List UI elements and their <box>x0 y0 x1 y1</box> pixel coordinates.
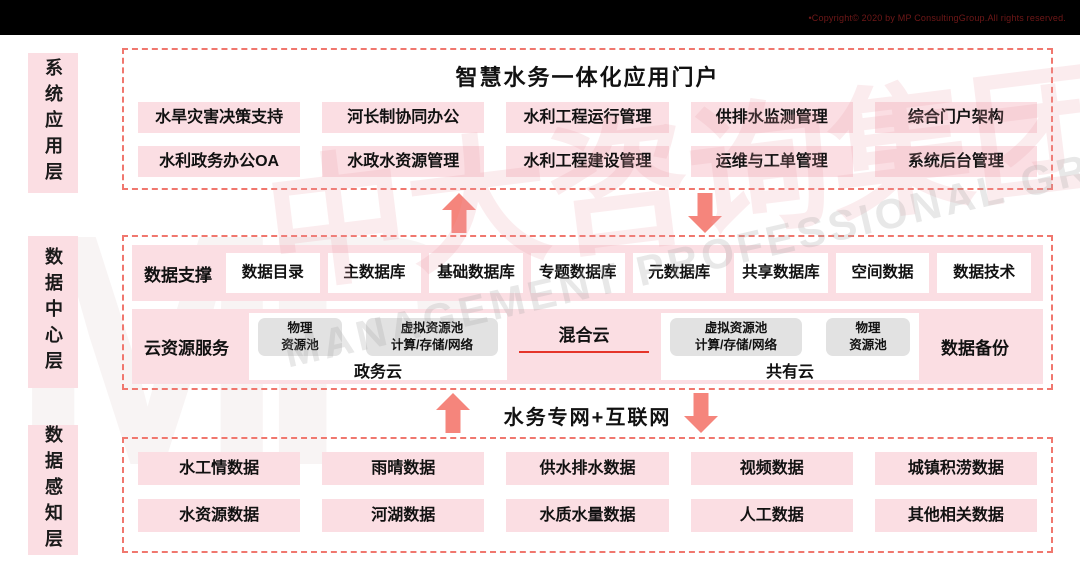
data-support-item: 数据技术 <box>937 253 1031 293</box>
layer-label-data-perception: 数据感知层 <box>28 425 78 555</box>
data-perception-layer-panel: 水工情数据 雨晴数据 供水排水数据 视频数据 城镇积涝数据 水资源数据 河湖数据… <box>122 437 1053 553</box>
data-source: 水工情数据 <box>138 452 301 485</box>
up-arrow-icon <box>442 193 476 233</box>
app-module: 水利工程运行管理 <box>506 102 669 133</box>
app-datacenter-link <box>122 192 1053 234</box>
layer-label-data-center: 数据中心层 <box>28 236 78 388</box>
copyright-text: •Copyright© 2020 by MP ConsultingGroup.A… <box>808 12 1066 23</box>
data-source: 河湖数据 <box>322 499 485 532</box>
application-layer-panel: 智慧水务一体化应用门户 水旱灾害决策支持 河长制协同办公 水利工程运行管理 供排… <box>122 48 1053 190</box>
data-source: 视频数据 <box>690 452 853 485</box>
application-modules: 水旱灾害决策支持 河长制协同办公 水利工程运行管理 供排水监测管理 综合门户架构… <box>124 92 1051 177</box>
data-support-item: 空间数据 <box>835 253 930 293</box>
data-source: 水质水量数据 <box>506 499 669 532</box>
data-support-item: 专题数据库 <box>530 253 625 293</box>
government-cloud-label: 政务云 <box>353 364 402 381</box>
data-support-row: 数据支撑 数据目录 主数据库 基础数据库 专题数据库 元数据库 共享数据库 空间… <box>132 245 1043 301</box>
government-cloud-panel: 物理 资源池 虚拟资源池 计算/存储/网络 政务云 <box>249 313 507 381</box>
data-support-item: 基础数据库 <box>429 253 523 293</box>
data-source: 供水排水数据 <box>506 452 669 485</box>
data-center-layer-panel: 数据支撑 数据目录 主数据库 基础数据库 专题数据库 元数据库 共享数据库 空间… <box>122 235 1053 390</box>
virtual-pool-box: 虚拟资源池 计算/存储/网络 <box>366 318 498 356</box>
public-cloud-label: 共有云 <box>765 364 814 381</box>
app-module: 水利工程建设管理 <box>506 146 669 177</box>
portal-title: 智慧水务一体化应用门户 <box>455 65 720 90</box>
data-source: 城镇积涝数据 <box>874 452 1037 485</box>
physical-pool-box: 物理 资源池 <box>258 318 342 356</box>
public-cloud-panel: 虚拟资源池 计算/存储/网络 物理 资源池 共有云 <box>661 313 919 381</box>
physical-pool-box: 物理 资源池 <box>826 318 910 356</box>
datacenter-perception-link: 水务专网+互联网 <box>122 392 1053 436</box>
data-support-item: 共享数据库 <box>734 253 828 293</box>
data-support-label: 数据支撑 <box>144 265 212 285</box>
data-support-item: 主数据库 <box>327 253 422 293</box>
app-module: 运维与工单管理 <box>690 146 853 177</box>
app-module: 水利政务办公OA <box>138 146 301 177</box>
app-module: 水政水资源管理 <box>322 146 485 177</box>
down-arrow-icon <box>688 193 722 233</box>
app-module: 供排水监测管理 <box>690 102 853 133</box>
data-backup-label: 数据备份 <box>941 339 1009 358</box>
cloud-services-label: 云资源服务 <box>144 339 229 358</box>
perception-data-sources: 水工情数据 雨晴数据 供水排水数据 视频数据 城镇积涝数据 水资源数据 河湖数据… <box>124 439 1051 532</box>
data-source: 水资源数据 <box>138 499 301 532</box>
top-black-bar: •Copyright© 2020 by MP ConsultingGroup.A… <box>0 0 1080 35</box>
virtual-pool-box: 虚拟资源池 计算/存储/网络 <box>670 318 802 356</box>
down-arrow-icon <box>684 393 718 433</box>
network-label: 水务专网+互联网 <box>503 407 672 429</box>
app-module: 综合门户架构 <box>874 102 1037 133</box>
data-source: 其他相关数据 <box>874 499 1037 532</box>
app-module: 河长制协同办公 <box>322 102 485 133</box>
up-arrow-icon <box>436 393 470 433</box>
layer-label-application: 系统应用层 <box>28 53 78 193</box>
data-support-item: 元数据库 <box>632 253 727 293</box>
app-module: 系统后台管理 <box>874 146 1037 177</box>
cloud-resources-row: 云资源服务 物理 资源池 虚拟资源池 计算/存储/网络 政务云 混合云 虚拟资源… <box>132 309 1043 384</box>
app-module: 水旱灾害决策支持 <box>138 102 301 133</box>
hybrid-cloud-label: 混合云 <box>519 321 649 353</box>
data-source: 雨晴数据 <box>322 452 485 485</box>
data-support-item: 数据目录 <box>226 253 320 293</box>
data-source: 人工数据 <box>690 499 853 532</box>
hybrid-cloud: 混合云 <box>513 321 655 353</box>
